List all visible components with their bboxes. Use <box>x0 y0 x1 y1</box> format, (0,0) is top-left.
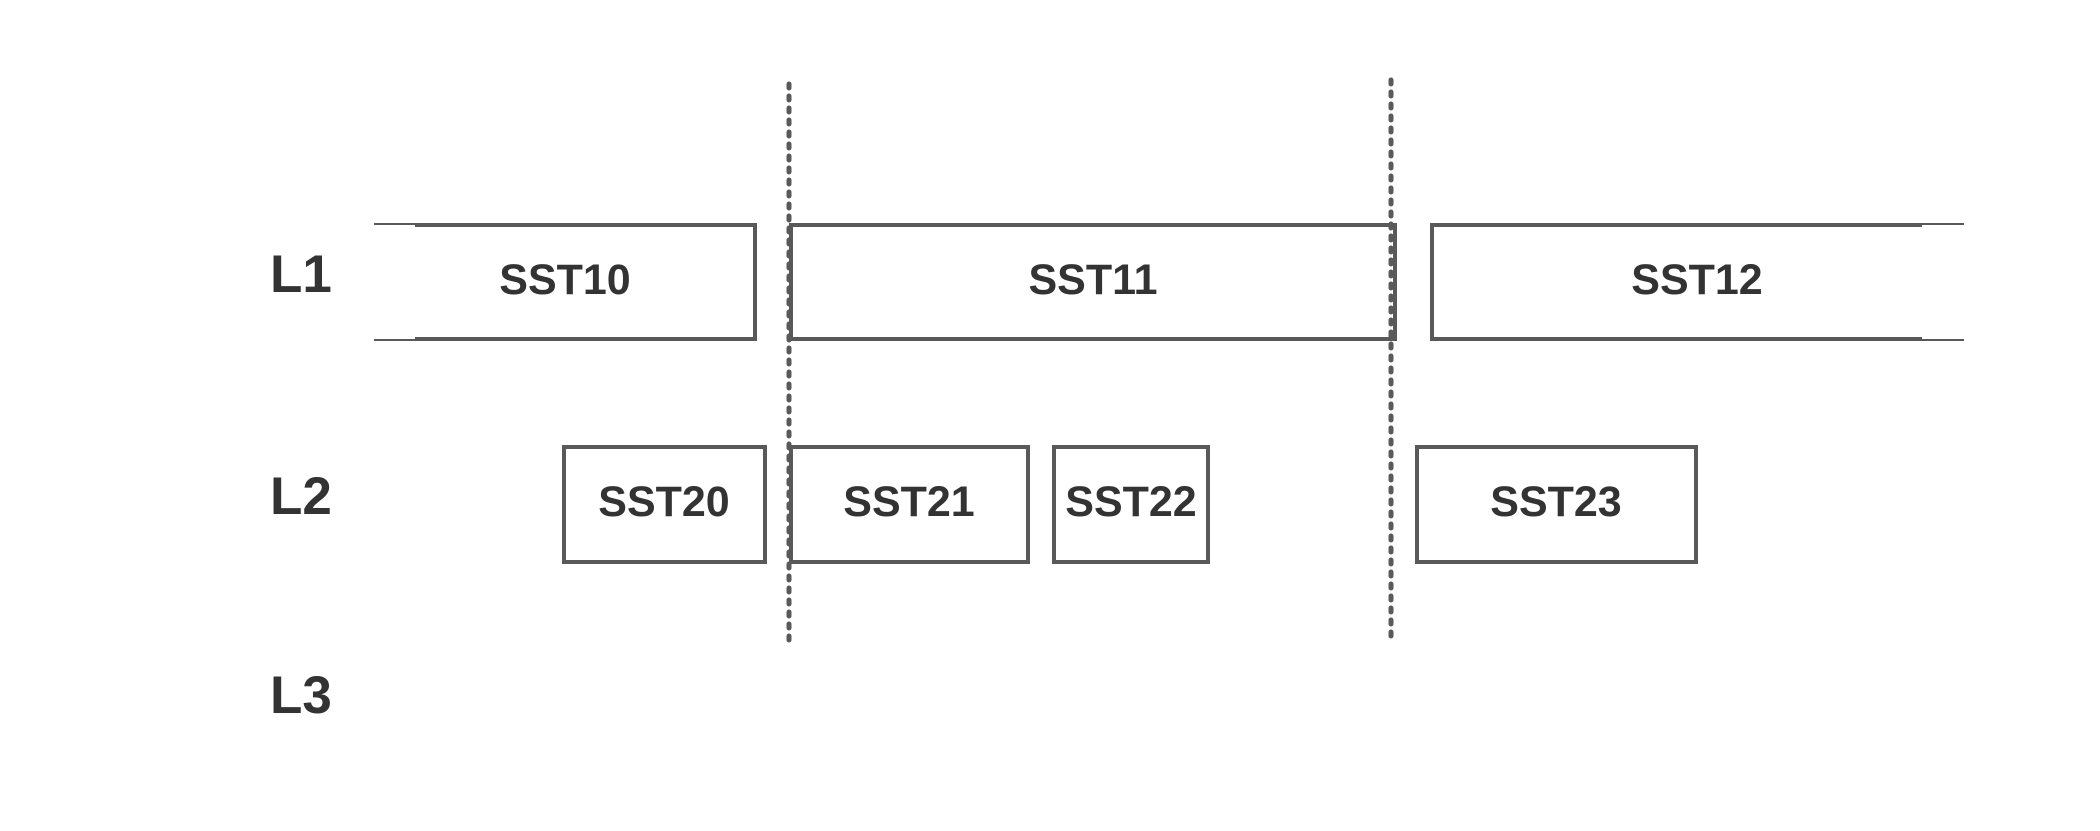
sst-box-sst12: SST12 <box>1430 223 1964 341</box>
sst22-outline <box>1052 445 1210 564</box>
sst-label: SST20 <box>598 478 729 526</box>
sst-box-sst23: SST23 <box>1415 445 1698 564</box>
sst20-outline <box>562 445 767 564</box>
sst-label: SST11 <box>1028 256 1157 304</box>
level-row-l2: SST20 SST21 SST22 SST23 <box>562 445 1698 564</box>
sst23-outline <box>1415 445 1698 564</box>
sst-label: SST10 <box>499 256 630 304</box>
level-label-l1: L1 <box>270 245 332 304</box>
sst-box-sst21: SST21 <box>789 445 1030 564</box>
level-row-l1: SST10 SST11 SST12 <box>374 223 1964 341</box>
sst-label: SST12 <box>1631 256 1762 304</box>
sst-box-sst20: SST20 <box>562 445 767 564</box>
sst21-outline <box>789 445 1030 564</box>
sst-box-sst22: SST22 <box>1052 445 1210 564</box>
sst-box-sst11: SST11 <box>789 223 1397 341</box>
sst-box-sst10: SST10 <box>374 223 757 341</box>
sst-label: SST22 <box>1065 478 1196 526</box>
sst11-outline <box>789 223 1397 341</box>
sst10-outline <box>415 223 757 341</box>
level-label-l2: L2 <box>270 467 332 526</box>
level-label-l3: L3 <box>270 666 332 725</box>
sst-label: SST23 <box>1490 478 1621 526</box>
sst12-outline <box>1430 223 1922 341</box>
sst-label: SST21 <box>843 478 974 526</box>
